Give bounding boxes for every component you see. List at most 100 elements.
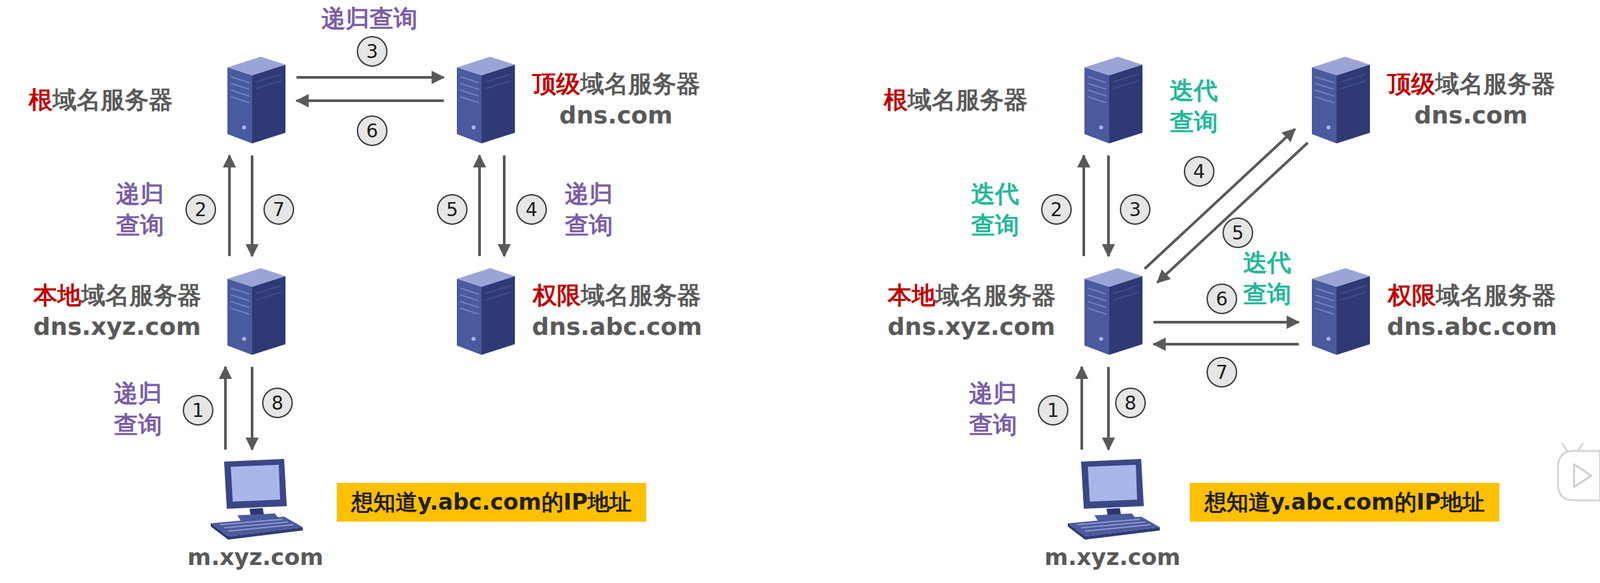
step-number: 2 <box>185 194 217 225</box>
server-label: 根域名服务器 <box>883 84 1028 117</box>
step-number: 5 <box>436 194 468 225</box>
computer-icon <box>1062 458 1163 541</box>
query-arrow <box>250 366 254 450</box>
server-icon <box>1308 265 1372 358</box>
step-number: 7 <box>263 194 295 225</box>
server-label: 权限域名服务器dns.abc.com <box>532 280 703 343</box>
host-name: dns.xyz.com <box>887 311 1056 343</box>
label-text: 域名服务器 <box>52 86 173 114</box>
label-line: 权限域名服务器 <box>532 280 703 312</box>
label-text: 域名服务器 <box>580 281 701 309</box>
query-arrow <box>478 155 481 257</box>
step-number: 3 <box>1119 194 1151 225</box>
host-name: dns.com <box>1387 100 1556 132</box>
label-line: 顶级域名服务器 <box>1387 68 1556 101</box>
label-line: 本地域名服务器 <box>887 280 1056 312</box>
label-highlight: 根 <box>883 86 908 114</box>
server-label: 本地域名服务器dns.xyz.com <box>33 280 202 343</box>
label-highlight: 权限 <box>532 281 581 309</box>
server-label: 根域名服务器 <box>28 84 173 117</box>
note-text: 想知道y.abc.com的IP地址 <box>1204 488 1485 516</box>
client-host: m.xyz.com <box>1062 458 1163 541</box>
query-arrow <box>250 155 254 257</box>
host-name: m.xyz.com <box>187 544 324 570</box>
label-line: 根域名服务器 <box>883 84 1028 117</box>
label-line: 顶级域名服务器 <box>532 68 701 101</box>
server-label: 本地域名服务器dns.xyz.com <box>887 280 1056 343</box>
dns-server: 根域名服务器 <box>224 54 288 147</box>
step-number: 7 <box>1206 356 1238 388</box>
query-type-label: 递归查询 <box>968 378 1018 441</box>
dns-server: 顶级域名服务器dns.com <box>1308 54 1372 147</box>
label-highlight: 权限 <box>1387 281 1436 309</box>
dns-server: 权限域名服务器dns.abc.com <box>453 265 517 358</box>
client-host: m.xyz.com <box>205 458 306 541</box>
server-icon <box>453 265 517 358</box>
step-number: 1 <box>182 394 214 426</box>
label-text: 域名服务器 <box>907 86 1028 114</box>
dns-server: 本地域名服务器dns.xyz.com <box>224 265 288 358</box>
step-number: 2 <box>1041 194 1072 225</box>
play-button <box>1557 442 1600 501</box>
query-arrow <box>296 76 445 79</box>
server-label: 顶级域名服务器dns.com <box>532 68 701 132</box>
query-arrow <box>296 99 445 103</box>
query-arrow <box>1082 155 1086 257</box>
server-icon <box>224 54 288 147</box>
label-highlight: 顶级 <box>532 70 581 98</box>
query-arrow <box>224 366 227 450</box>
step-number: 1 <box>1037 394 1069 426</box>
step-number: 8 <box>1115 387 1146 419</box>
host-name: dns.abc.com <box>532 311 703 343</box>
label-line: 权限域名服务器 <box>1387 280 1558 312</box>
query-type-label: 迭代查询 <box>970 178 1020 242</box>
label-text: 域名服务器 <box>81 281 202 309</box>
step-number: 6 <box>356 115 388 147</box>
note-box: 想知道y.abc.com的IP地址 <box>1189 482 1500 521</box>
query-type-label: 迭代查询 <box>1169 75 1219 139</box>
label-highlight: 本地 <box>887 281 936 309</box>
dns-server: 权限域名服务器dns.abc.com <box>1308 265 1372 358</box>
dns-server: 顶级域名服务器dns.com <box>453 54 517 147</box>
server-label: 权限域名服务器dns.abc.com <box>1387 280 1558 343</box>
dns-server: 根域名服务器 <box>1081 54 1145 147</box>
label-line: 根域名服务器 <box>28 84 173 117</box>
query-arrow <box>1153 320 1300 324</box>
label-text: 域名服务器 <box>580 70 701 98</box>
server-icon <box>224 265 288 358</box>
label-text: 域名服务器 <box>1435 281 1556 309</box>
query-type-label: 递归查询 <box>564 178 614 242</box>
query-type-label: 递归查询 <box>321 3 418 35</box>
computer-icon <box>205 458 306 541</box>
query-type-label: 迭代查询 <box>1242 247 1292 311</box>
label-highlight: 根 <box>28 86 53 114</box>
server-icon <box>1081 54 1145 147</box>
label-highlight: 本地 <box>33 281 82 309</box>
query-arrow <box>1144 128 1295 269</box>
host-name: m.xyz.com <box>1044 544 1181 570</box>
step-number: 6 <box>1206 283 1238 315</box>
label-text: 域名服务器 <box>935 281 1056 309</box>
dns-server: 本地域名服务器dns.xyz.com <box>1081 265 1145 358</box>
query-type-label: 递归查询 <box>113 378 163 441</box>
query-arrow <box>1107 366 1110 450</box>
query-arrow <box>1153 342 1300 346</box>
step-number: 4 <box>1183 156 1215 187</box>
label-line: 本地域名服务器 <box>33 280 202 312</box>
label-highlight: 顶级 <box>1387 70 1436 98</box>
step-number: 5 <box>1222 217 1254 249</box>
note-box: 想知道y.abc.com的IP地址 <box>336 482 647 521</box>
query-arrow <box>228 155 231 257</box>
note-text: 想知道y.abc.com的IP地址 <box>351 488 632 516</box>
host-name: dns.com <box>532 100 701 132</box>
server-label: 顶级域名服务器dns.com <box>1387 68 1556 132</box>
query-arrow <box>1080 366 1084 450</box>
label-text: 域名服务器 <box>1435 70 1556 98</box>
query-arrow <box>502 155 506 257</box>
step-number: 4 <box>516 194 547 225</box>
host-name: dns.abc.com <box>1387 311 1558 343</box>
host-name: dns.xyz.com <box>33 311 202 343</box>
query-arrow <box>1107 155 1110 257</box>
step-number: 3 <box>356 36 388 67</box>
